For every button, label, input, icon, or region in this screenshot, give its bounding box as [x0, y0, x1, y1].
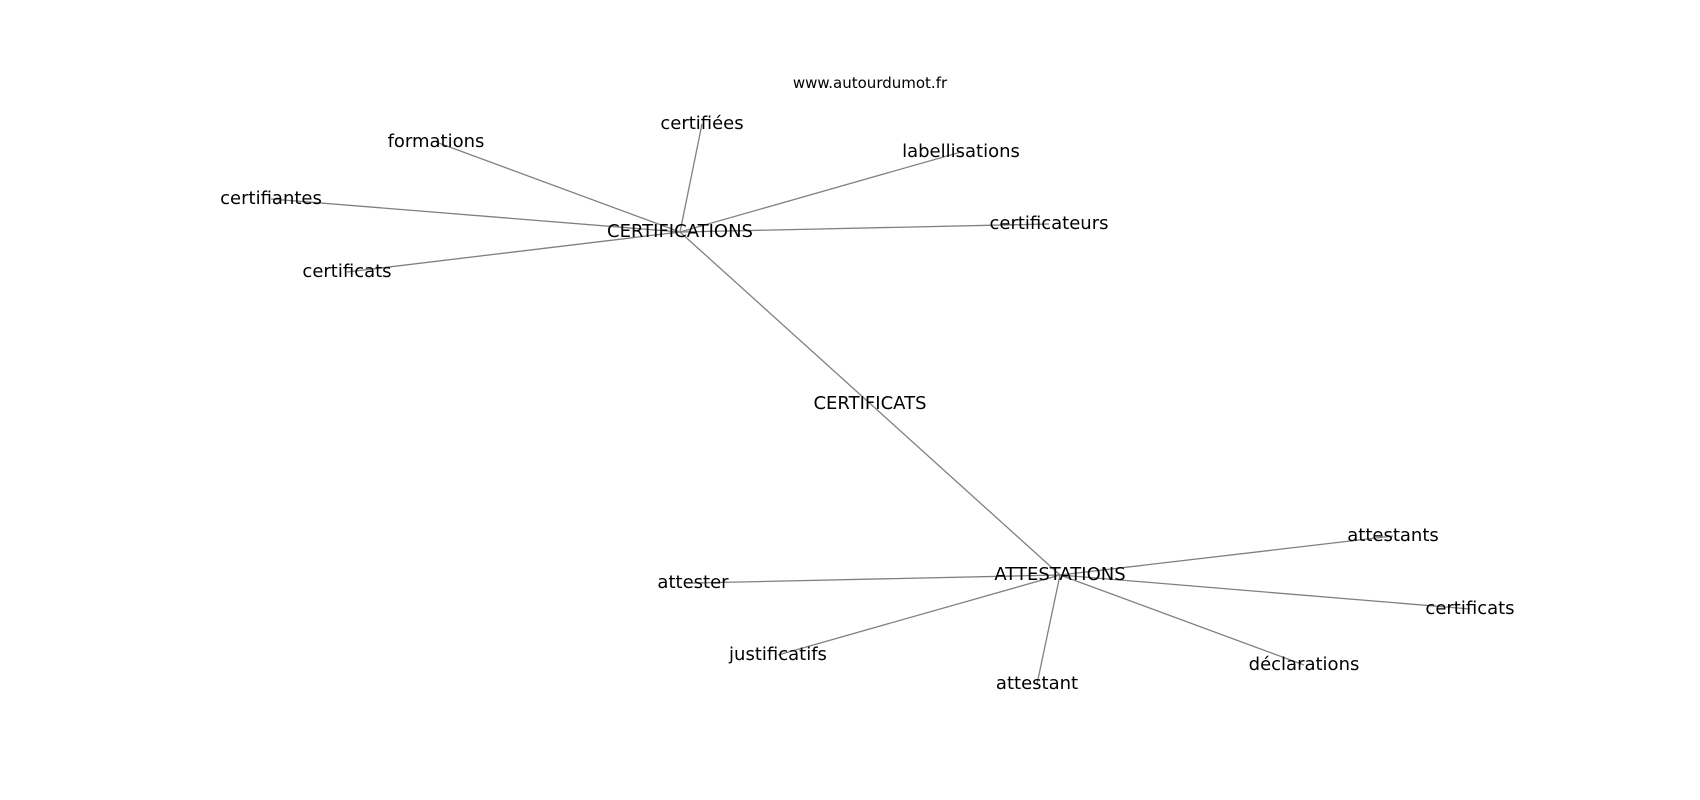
graph-labels: CERTIFICATS CERTIFICATIONS ATTESTATIONS for…	[220, 113, 1514, 694]
edge-attestations-justificatifs	[777, 574, 1061, 656]
edge-certifications-certificats-a	[346, 231, 681, 273]
node-leaf-attester[interactable]: attester	[657, 572, 729, 593]
node-leaf-formations[interactable]: formations	[388, 131, 485, 152]
edge-certifications-certificateurs	[679, 223, 1050, 233]
node-leaf-attestants[interactable]: attestants	[1347, 525, 1439, 546]
edge-attestations-attestants	[1059, 535, 1394, 576]
edge-attestations-declarations	[1059, 574, 1305, 666]
node-leaf-certifiees[interactable]: certifiées	[660, 113, 743, 134]
edge-certifications-labellisations	[679, 151, 962, 233]
edge-certifications-certifiees	[679, 123, 703, 233]
node-leaf-certificateurs[interactable]: certificateurs	[989, 213, 1108, 234]
node-center-certificats[interactable]: CERTIFICATS	[813, 393, 926, 414]
node-leaf-labellisations[interactable]: labellisations	[902, 141, 1020, 162]
node-leaf-certifiantes[interactable]: certifiantes	[220, 188, 322, 209]
node-leaf-certificats-b[interactable]: certificats	[1425, 598, 1514, 619]
graph-edges	[270, 123, 1471, 685]
edge-attestations-attester	[692, 574, 1061, 584]
node-hub-certifications[interactable]: CERTIFICATIONS	[607, 221, 753, 242]
edge-certifications-formations	[435, 141, 681, 233]
node-leaf-attestant[interactable]: attestant	[996, 673, 1078, 694]
source-label: www.autourdumot.fr	[793, 74, 948, 92]
edge-certifications-attestations	[679, 231, 1061, 576]
node-leaf-certificats-a[interactable]: certificats	[302, 261, 391, 282]
node-leaf-declarations[interactable]: déclarations	[1249, 654, 1360, 675]
node-leaf-justificatifs[interactable]: justificatifs	[728, 644, 827, 665]
edge-attestations-attestant	[1036, 574, 1061, 685]
node-hub-attestations[interactable]: ATTESTATIONS	[994, 564, 1125, 585]
edge-attestations-certificats-b	[1059, 574, 1471, 610]
edge-certifications-certifiantes	[270, 198, 681, 233]
